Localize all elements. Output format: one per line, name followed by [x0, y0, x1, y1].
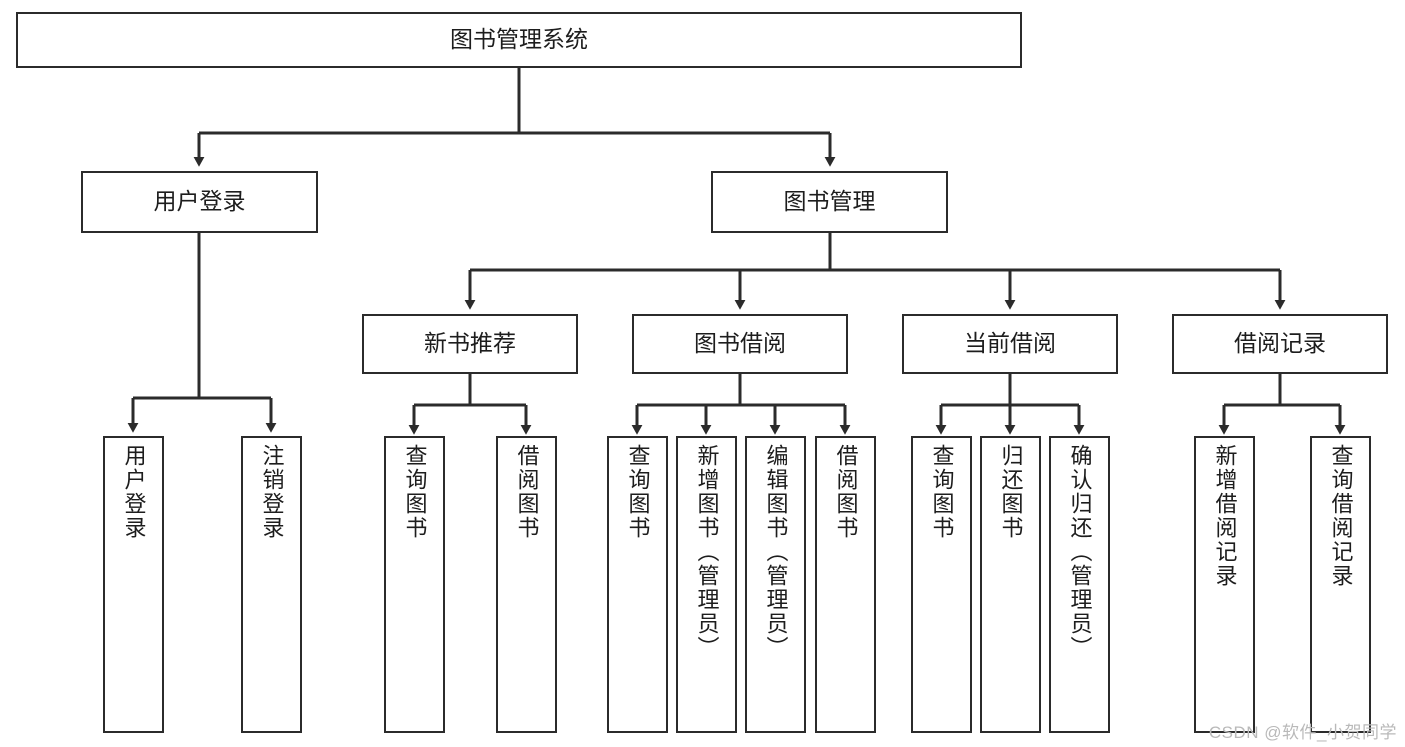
leaf-user-login-login[interactable]: 用户登录	[103, 436, 164, 733]
leaf-current-borrow-return-label: 归还图书	[998, 444, 1024, 540]
leaf-book-borrow-borrow[interactable]: 借阅图书	[815, 436, 876, 733]
node-book-borrow[interactable]: 图书借阅	[632, 314, 848, 374]
leaf-user-login-logout-label: 注销登录	[259, 444, 285, 540]
leaf-user-login-login-label: 用户登录	[121, 444, 147, 540]
node-book-management-label: 图书管理	[783, 188, 876, 215]
node-borrow-record[interactable]: 借阅记录	[1172, 314, 1388, 374]
leaf-current-borrow-confirm-return-label: 确认归还（管理员）	[1067, 444, 1093, 660]
leaf-new-book-query-label: 查询图书	[402, 444, 428, 540]
leaf-current-borrow-return[interactable]: 归还图书	[980, 436, 1041, 733]
leaf-new-book-borrow-label: 借阅图书	[514, 444, 540, 540]
leaf-current-borrow-confirm-return[interactable]: 确认归还（管理员）	[1049, 436, 1110, 733]
leaf-borrow-record-add-label: 新增借阅记录	[1212, 444, 1238, 588]
node-user-login-label: 用户登录	[153, 188, 246, 215]
leaf-book-borrow-borrow-label: 借阅图书	[833, 444, 859, 540]
leaf-book-borrow-edit[interactable]: 编辑图书（管理员）	[745, 436, 806, 733]
leaf-new-book-query[interactable]: 查询图书	[384, 436, 445, 733]
leaf-borrow-record-query[interactable]: 查询借阅记录	[1310, 436, 1371, 733]
node-book-borrow-label: 图书借阅	[694, 330, 786, 357]
leaf-book-borrow-query[interactable]: 查询图书	[607, 436, 668, 733]
leaf-borrow-record-query-label: 查询借阅记录	[1328, 444, 1354, 588]
node-new-book-recommend-label: 新书推荐	[424, 330, 516, 357]
node-current-borrow-label: 当前借阅	[964, 330, 1056, 357]
leaf-book-borrow-add-label: 新增图书（管理员）	[694, 444, 720, 660]
node-book-management[interactable]: 图书管理	[711, 171, 948, 233]
leaf-book-borrow-add[interactable]: 新增图书（管理员）	[676, 436, 737, 733]
leaf-borrow-record-add[interactable]: 新增借阅记录	[1194, 436, 1255, 733]
leaf-book-borrow-edit-label: 编辑图书（管理员）	[763, 444, 789, 660]
leaf-current-borrow-query[interactable]: 查询图书	[911, 436, 972, 733]
node-user-login[interactable]: 用户登录	[81, 171, 318, 233]
leaf-current-borrow-query-label: 查询图书	[929, 444, 955, 540]
leaf-user-login-logout[interactable]: 注销登录	[241, 436, 302, 733]
node-root[interactable]: 图书管理系统	[16, 12, 1022, 68]
csdn-watermark: CSDN @软件_小贺同学	[1208, 723, 1397, 742]
node-current-borrow[interactable]: 当前借阅	[902, 314, 1118, 374]
leaf-new-book-borrow[interactable]: 借阅图书	[496, 436, 557, 733]
node-root-label: 图书管理系统	[450, 26, 588, 53]
node-borrow-record-label: 借阅记录	[1234, 330, 1326, 357]
node-new-book-recommend[interactable]: 新书推荐	[362, 314, 578, 374]
leaf-book-borrow-query-label: 查询图书	[625, 444, 651, 540]
